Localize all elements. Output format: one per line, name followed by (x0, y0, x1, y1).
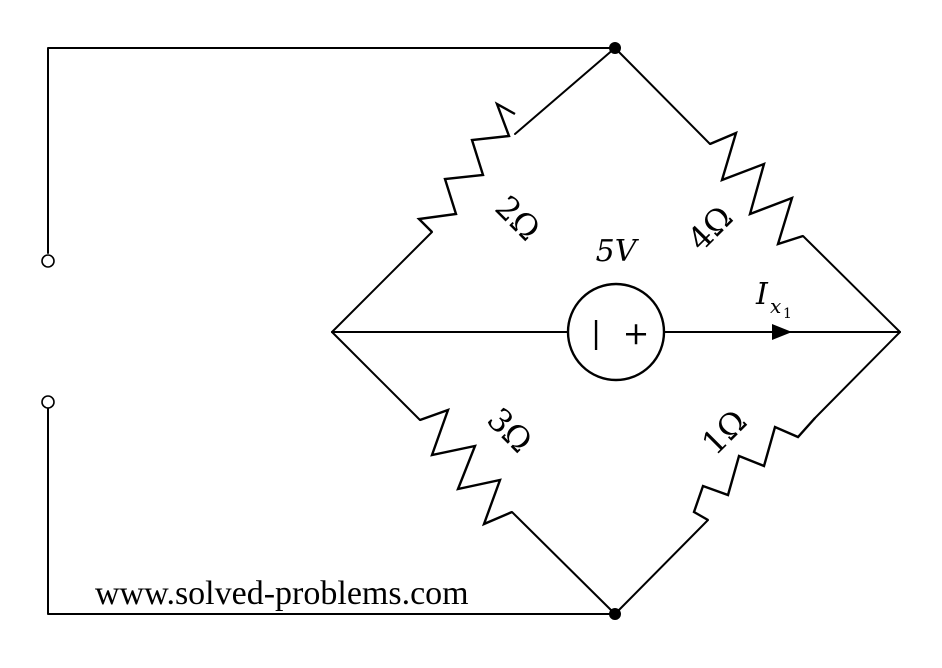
resistor-label-bottom-right: 1Ω (694, 402, 754, 462)
branch-bottom-right (614, 331, 901, 615)
current-symbol: I (755, 277, 769, 312)
source-minus-symbol: | (591, 316, 601, 351)
node-top (609, 42, 621, 54)
terminal-wiring (47, 47, 616, 615)
branch-bottom-left (331, 331, 616, 615)
resistor-label-top-right: 4Ω (680, 198, 740, 258)
watermark-text: www.solved-problems.com (95, 575, 469, 612)
node-bottom (609, 608, 621, 620)
current-arrow-icon (772, 324, 792, 340)
voltage-source (566, 282, 666, 382)
source-voltage-label: 5V (596, 234, 640, 269)
branch-top-left (331, 47, 616, 333)
bottom-wire (47, 407, 616, 615)
resistor-label-bottom-left: 3Ω (480, 400, 540, 460)
current-label: I x 1 (755, 277, 792, 322)
resistor-label-top-left: 2Ω (488, 188, 548, 248)
terminal-bottom (41, 395, 55, 409)
terminal-top (41, 254, 55, 268)
current-subscript: x (770, 294, 781, 318)
top-wire (47, 47, 616, 254)
branch-top-right (614, 47, 901, 333)
source-plus-symbol: + (623, 314, 650, 352)
current-sub-subscript: 1 (783, 306, 792, 322)
